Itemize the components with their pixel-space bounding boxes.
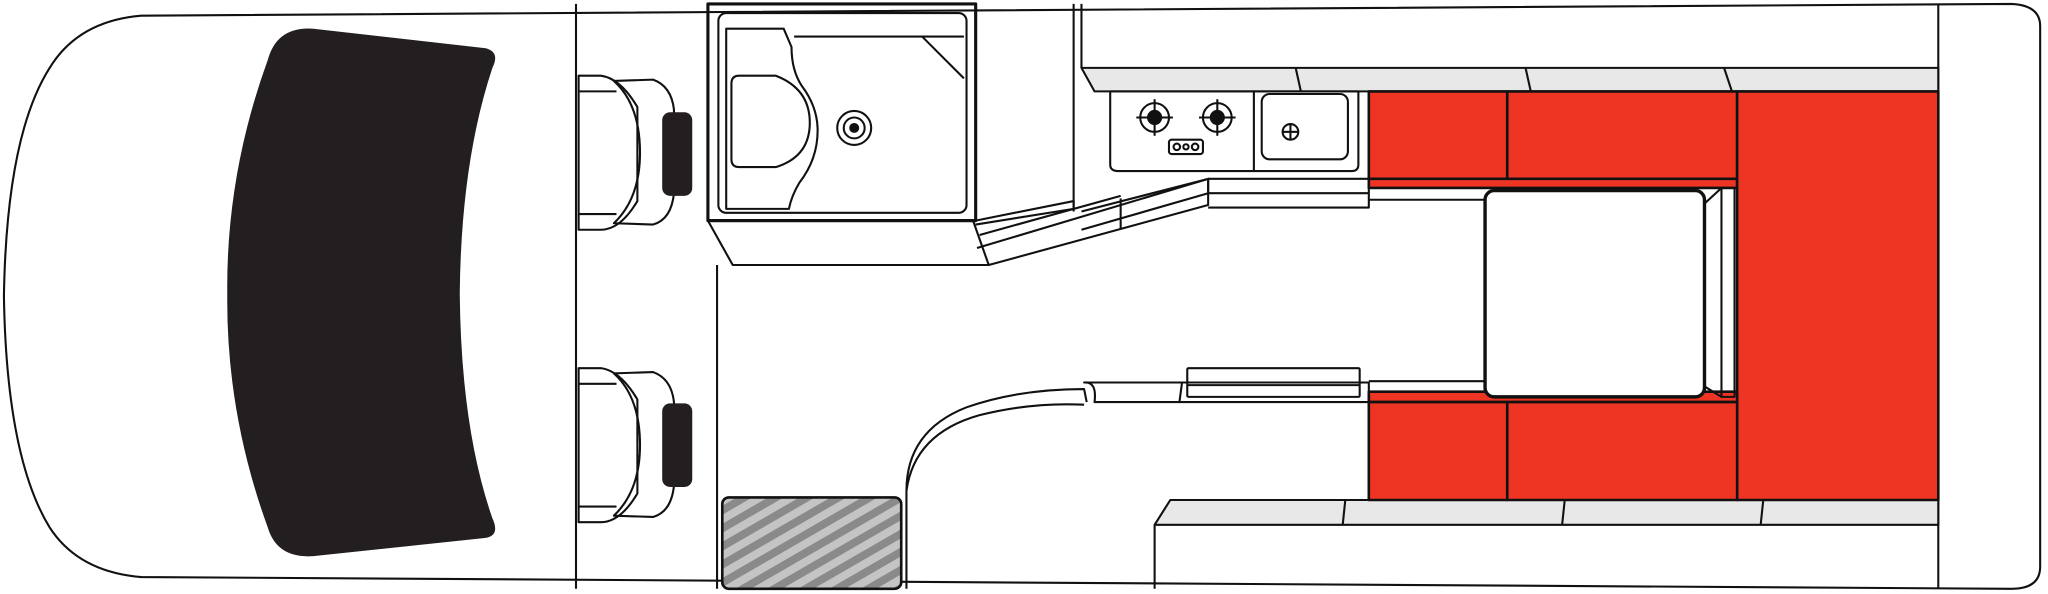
dinette-seating [1367,90,1940,502]
passenger-seat-headrest [662,403,693,487]
burner-icon [1136,99,1173,136]
entry-step-mat [720,496,903,591]
windshield [227,28,496,557]
driver-seat [577,74,693,231]
passenger-seat [577,367,693,524]
driver-seat-headrest [662,112,693,196]
knob-icon [1167,138,1204,156]
toilet [730,74,811,169]
drain-icon [836,109,873,146]
dinette-table [1368,186,1736,399]
burner-icon [1199,99,1236,136]
bathroom-unit [706,2,990,589]
lower-bench [905,367,1940,589]
drain-icon [1281,122,1300,141]
diagonal-counter [975,3,1370,267]
